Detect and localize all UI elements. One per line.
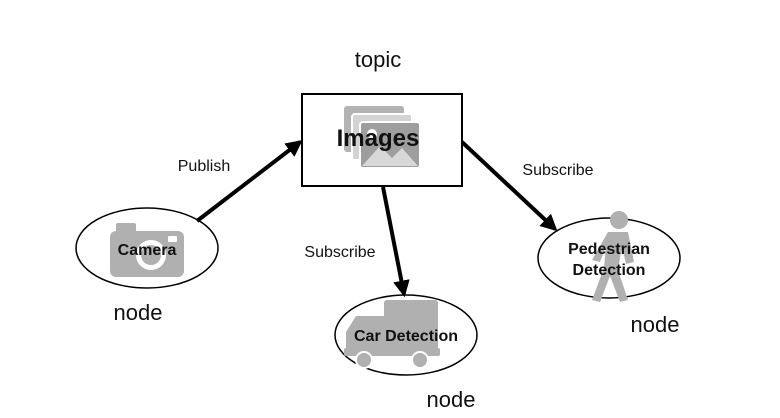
pedestrian-node-caption: node <box>631 312 680 337</box>
camera-icon <box>110 223 184 277</box>
truck-icon <box>344 300 440 369</box>
topic-box: Images <box>301 93 463 187</box>
car-detection-node: Car Detection <box>334 294 478 376</box>
subscribe-pedestrian-label: Subscribe <box>522 162 593 179</box>
camera-node-label: Camera <box>118 242 177 259</box>
camera-node: Camera <box>75 207 219 289</box>
topic-caption: topic <box>355 47 401 72</box>
pedestrian-icon <box>592 211 634 302</box>
car-detection-node-label: Car Detection <box>354 328 458 345</box>
camera-node-caption: node <box>114 300 163 325</box>
pedestrian-detection-node: Pedestrian Detection <box>537 211 681 302</box>
subscribe-car-arrow <box>381 186 410 298</box>
car-detection-node-caption: node <box>427 387 476 412</box>
publish-arrow <box>195 139 303 223</box>
subscribe-car-label: Subscribe <box>304 244 375 261</box>
publish-label: Publish <box>178 158 230 175</box>
pedestrian-node-label-line1: Pedestrian <box>568 241 650 258</box>
image-gallery-icon <box>344 106 421 169</box>
subscribe-pedestrian-arrow <box>460 140 558 232</box>
pedestrian-node-label-line2: Detection <box>573 262 646 279</box>
topic-label: Images <box>337 125 420 152</box>
